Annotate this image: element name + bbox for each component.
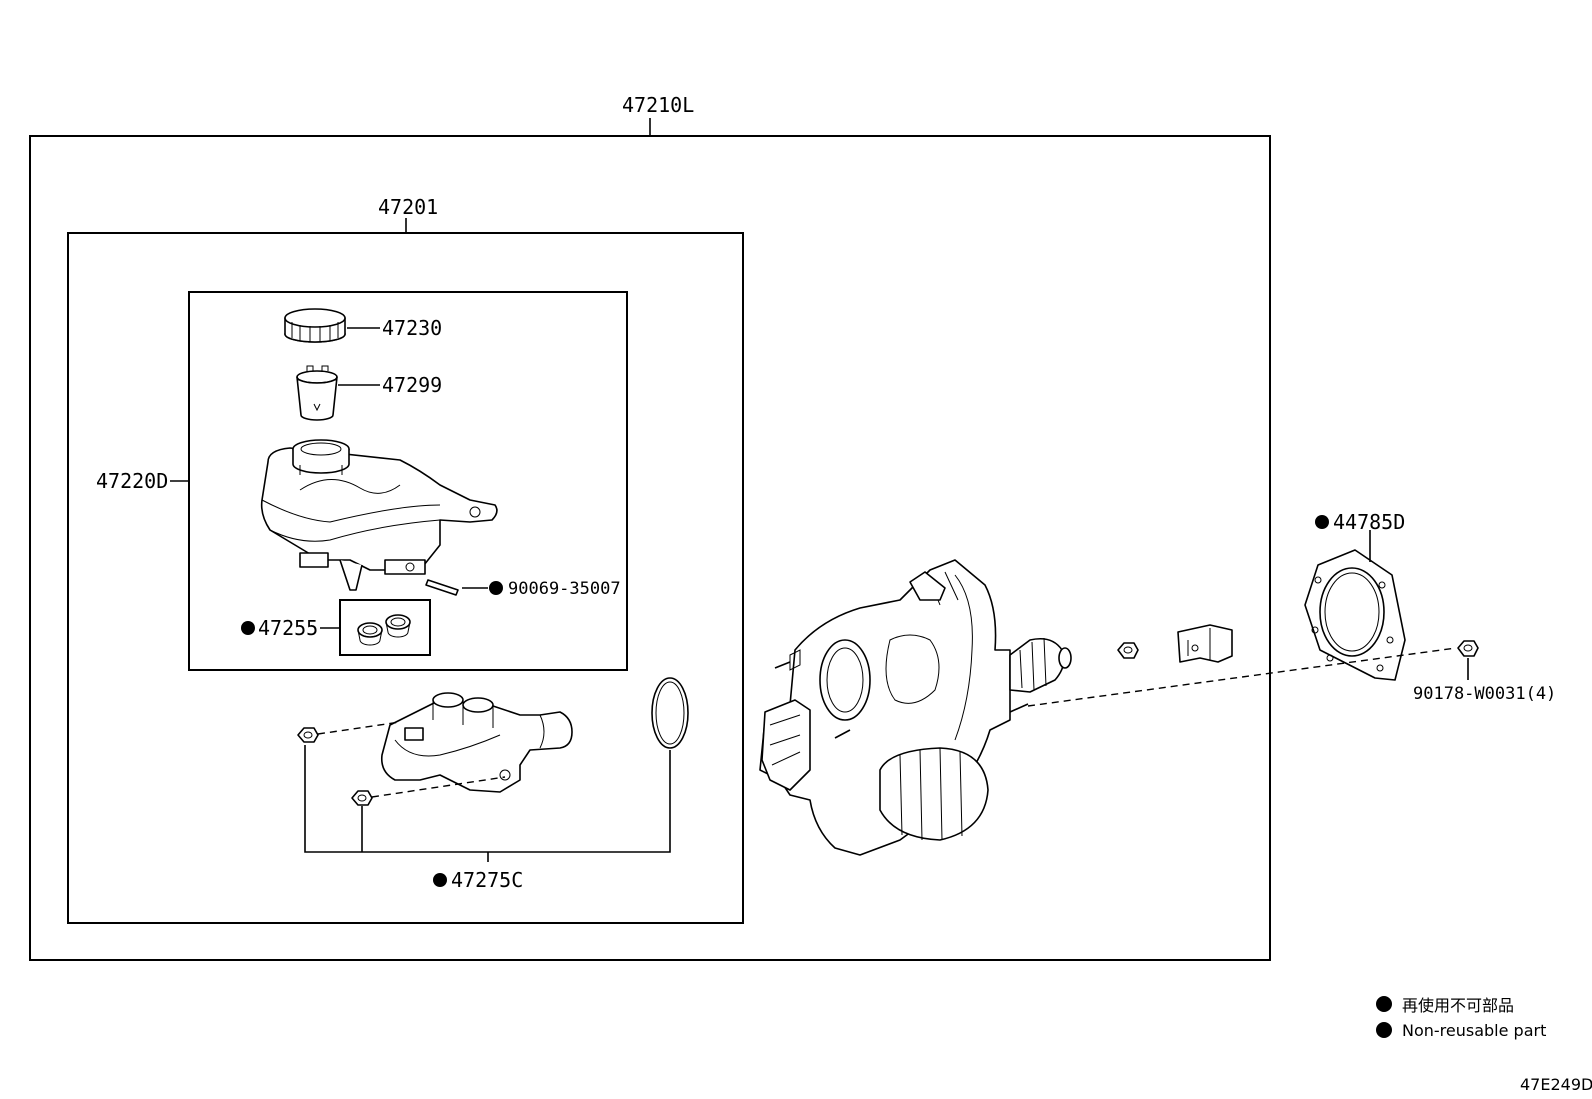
label-assembly-outer[interactable]: 47210L bbox=[622, 93, 694, 117]
master-cylinder-part[interactable] bbox=[380, 692, 573, 793]
non-reusable-marker-icon bbox=[1315, 515, 1329, 529]
legend-jp: 再使用不可部品 bbox=[1402, 996, 1514, 1015]
reservoir-cap-part[interactable] bbox=[284, 308, 346, 343]
grommet-kit-box bbox=[339, 599, 431, 656]
legend-marker-icon bbox=[1376, 996, 1392, 1012]
master-cylinder-nut-upper[interactable] bbox=[297, 727, 319, 743]
booster-bracket-part[interactable] bbox=[1177, 624, 1233, 663]
label-reservoir-assy[interactable]: 47220D bbox=[96, 469, 168, 493]
label-cap[interactable]: 47230 bbox=[382, 316, 442, 340]
label-nut[interactable]: 90178-W0031(4) bbox=[1413, 684, 1556, 704]
o-ring-part[interactable] bbox=[651, 677, 689, 749]
diagram-code: 47E249D bbox=[1520, 1075, 1592, 1094]
booster-mount-nut[interactable] bbox=[1457, 640, 1479, 657]
label-strainer[interactable]: 47299 bbox=[382, 373, 442, 397]
label-assembly-inner[interactable]: 47201 bbox=[378, 195, 438, 219]
brake-booster-part[interactable] bbox=[759, 559, 1072, 856]
label-gasket[interactable]: 44785D bbox=[1333, 510, 1405, 534]
label-master-cyl-kit[interactable]: 47275C bbox=[451, 868, 523, 892]
non-reusable-marker-icon bbox=[433, 873, 447, 887]
reservoir-tank-part[interactable] bbox=[260, 439, 498, 591]
label-grommet-kit[interactable]: 47255 bbox=[258, 616, 318, 640]
non-reusable-marker-icon bbox=[241, 621, 255, 635]
pin-part[interactable] bbox=[425, 579, 459, 596]
gasket-part[interactable] bbox=[1304, 549, 1406, 681]
label-pin[interactable]: 90069-35007 bbox=[508, 579, 621, 599]
grommet-kit-part[interactable] bbox=[357, 614, 411, 646]
legend-marker-icon bbox=[1376, 1022, 1392, 1038]
assembly-outer-frame bbox=[29, 135, 1271, 961]
booster-small-nut[interactable] bbox=[1117, 642, 1139, 659]
non-reusable-marker-icon bbox=[489, 581, 503, 595]
reservoir-strainer-part[interactable] bbox=[296, 365, 338, 421]
legend-en: Non-reusable part bbox=[1402, 1021, 1546, 1040]
master-cylinder-nut-lower[interactable] bbox=[351, 790, 373, 806]
